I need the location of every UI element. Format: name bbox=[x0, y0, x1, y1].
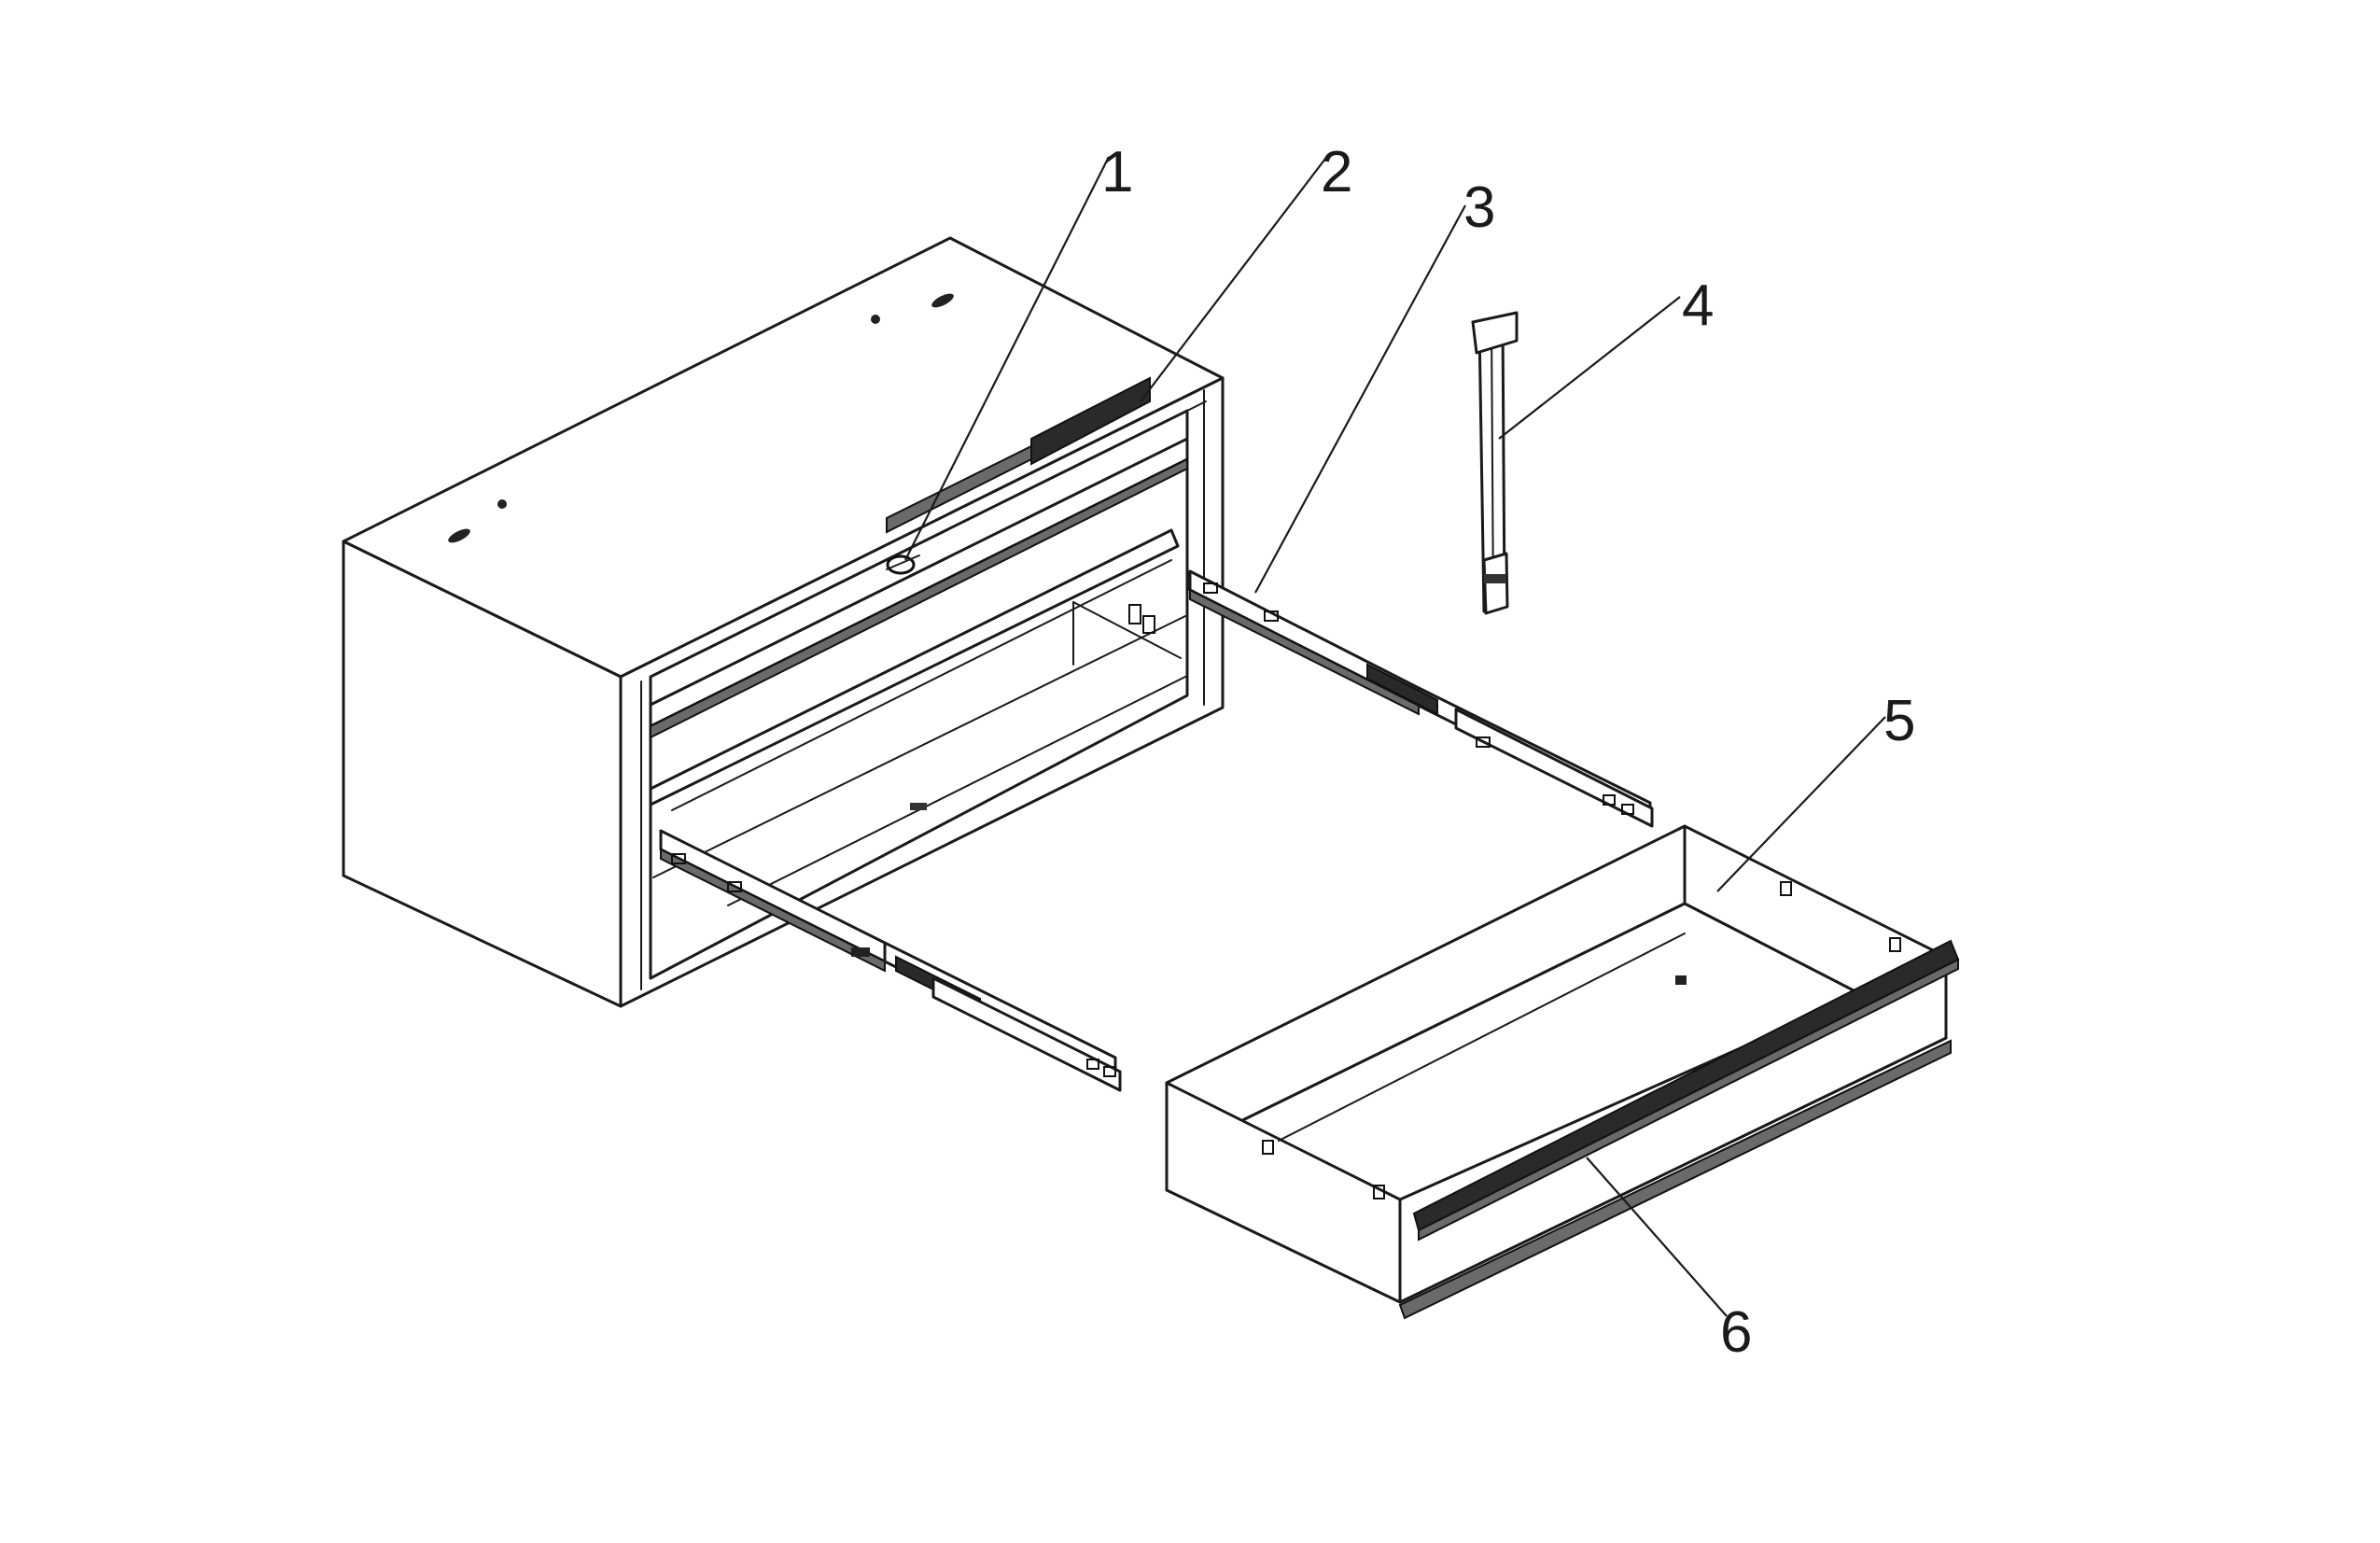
callout-labels: 1 2 3 4 5 6 bbox=[1101, 140, 1915, 1365]
callout-6: 6 bbox=[1720, 1300, 1752, 1365]
leader-2 bbox=[1140, 158, 1326, 402]
leader-3 bbox=[1254, 204, 1466, 594]
leader-4 bbox=[1498, 296, 1681, 440]
leader-5 bbox=[1716, 716, 1886, 892]
leader-lines bbox=[904, 156, 1886, 1317]
right-slide-rail bbox=[1188, 569, 1654, 828]
callout-1: 1 bbox=[1101, 140, 1133, 204]
callout-2: 2 bbox=[1321, 140, 1352, 204]
leader-6 bbox=[1586, 1157, 1728, 1317]
callout-4: 4 bbox=[1682, 274, 1714, 338]
left-slide-rail bbox=[659, 829, 1122, 1092]
support-bracket bbox=[1471, 311, 1519, 615]
callout-3: 3 bbox=[1463, 175, 1495, 240]
cabinet bbox=[342, 236, 1225, 1008]
leader-1 bbox=[904, 156, 1110, 561]
drawer bbox=[1165, 824, 1960, 1320]
callout-5: 5 bbox=[1883, 689, 1915, 753]
